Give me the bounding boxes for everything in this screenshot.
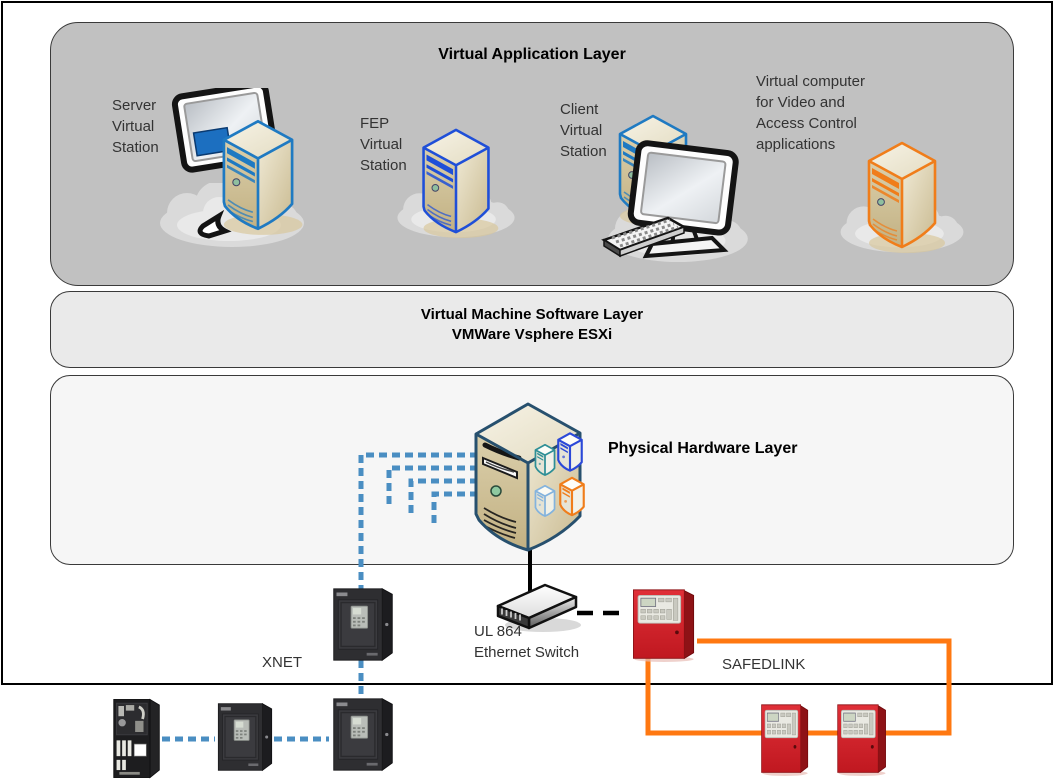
fire-panel-black-icon — [333, 698, 393, 771]
server-station-label: Server Virtual Station — [112, 97, 159, 156]
fire-panel-red-icon — [761, 704, 809, 776]
fep-station-label: FEP Virtual Station — [360, 115, 407, 174]
fire-panel-red-icon — [633, 589, 695, 662]
safedlink-label: SAFEDLINK — [722, 656, 806, 673]
video-access-label: Virtual computer for Video and Access Co… — [756, 73, 865, 153]
vm-layer-title-line1: Virtual Machine Software Layer — [420, 306, 644, 323]
vm-software-layer — [50, 291, 1014, 368]
vm-mini-tower-icon — [534, 443, 556, 476]
power-button-icon — [490, 485, 502, 497]
physical-server-icon — [474, 402, 585, 552]
client-station-label: Client Virtual Station — [560, 101, 607, 160]
fire-cabinet-icon — [112, 698, 161, 779]
server-station-icon — [160, 88, 304, 247]
fire-panel-red-icon — [837, 704, 887, 776]
vm-mini-tower-icon — [559, 476, 585, 517]
monitor-icon — [627, 140, 739, 259]
xnet-label: XNET — [262, 654, 303, 671]
vm-mini-tower-icon — [534, 484, 556, 518]
video-tower-icon — [867, 141, 947, 255]
ethernet-switch-label: UL 864 Ethernet Switch — [474, 623, 580, 661]
client-station-icon — [601, 114, 748, 263]
application-layer-title: Virtual Application Layer — [438, 46, 626, 63]
server-tower-icon — [222, 119, 304, 237]
vm-layer-title: Virtual Machine Software Layer VMWare Vs… — [50, 305, 1014, 345]
vm-layer-title-line2: VMWare Vsphere ESXi — [451, 326, 613, 343]
fire-panel-black-icon — [217, 703, 273, 771]
hardware-layer-title: Physical Hardware Layer — [608, 440, 798, 457]
fep-tower-icon — [422, 128, 500, 240]
fep-station-icon — [397, 128, 515, 240]
vm-mini-tower-icon — [557, 432, 583, 472]
fire-panel-black-icon — [333, 588, 393, 661]
keyboard-icon — [601, 216, 687, 258]
video-access-computer-icon — [840, 141, 964, 255]
diagram-border — [1, 1, 1053, 685]
